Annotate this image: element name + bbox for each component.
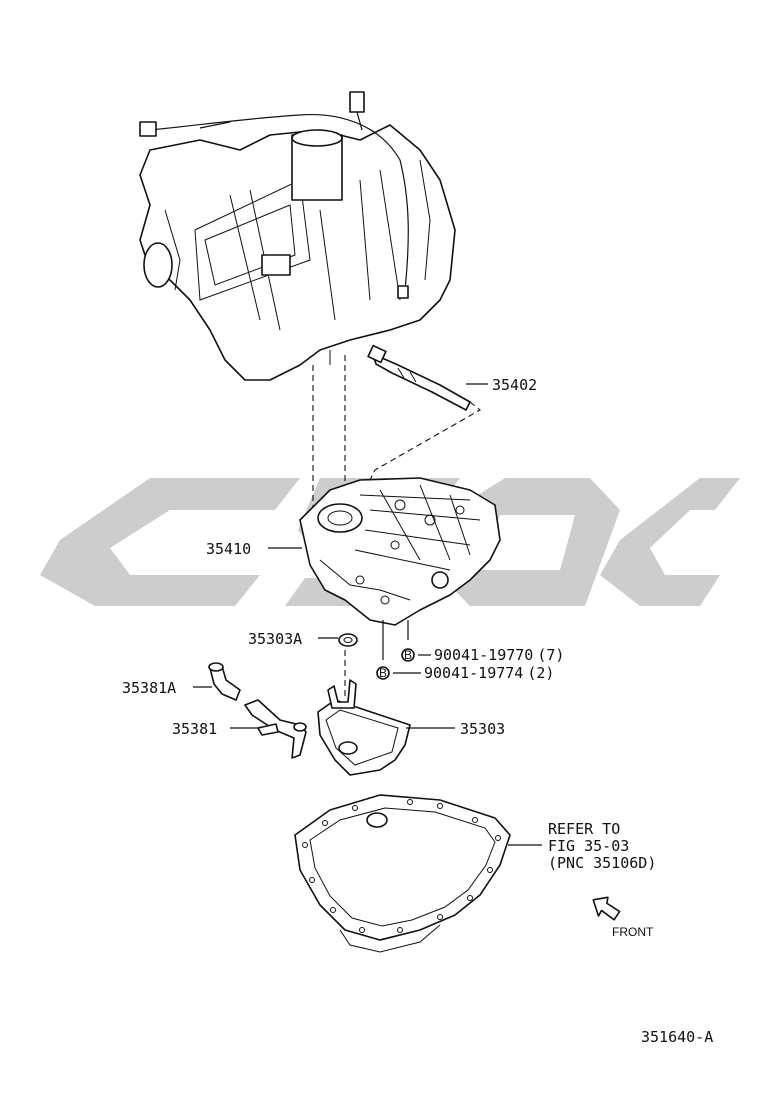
leader-lines [193,383,542,846]
label-35381: 35381 [172,720,217,738]
transaxle-housing [139,124,456,381]
bolt-label-2: 90041-19774(2) [424,664,554,682]
label-35381A: 35381A [122,679,176,697]
oil-level-gauge [367,344,471,411]
oil-pan [294,794,511,953]
front-label: FRONT [612,925,654,939]
bolt-marker-2: B [376,666,390,680]
label-35303: 35303 [460,720,505,738]
bolt-part-no-2: 90041-19774 [424,664,523,682]
reference-line-3: (PNC 35106D) [548,854,656,872]
label-35402: 35402 [492,376,537,394]
oil-strainer [317,679,411,776]
bolt-qty-2: (2) [527,664,554,682]
reference-note: REFER TO FIG 35-03 (PNC 35106D) [548,820,656,872]
bolt-label-1: 90041-19770(7) [434,646,564,664]
svg-text:B: B [404,648,412,662]
figure-id: 351640-A [641,1028,713,1046]
gasket-35303A [338,633,358,647]
assembly-guides [312,355,481,700]
valve-body [299,477,501,660]
svg-text:B: B [379,666,387,680]
label-35410: 35410 [206,540,251,558]
bolt-qty-1: (7) [537,646,564,664]
front-arrow-icon [592,896,621,921]
label-35303A: 35303A [248,630,302,648]
oil-pipe-35381 [244,699,307,759]
bolt-marker-1: B [401,648,415,662]
wire-harness [139,91,409,299]
oil-pipe-35381A [208,662,241,701]
bolt-part-no-1: 90041-19770 [434,646,533,664]
reference-line-1: REFER TO [548,820,620,838]
reference-line-2: FIG 35-03 [548,837,629,855]
